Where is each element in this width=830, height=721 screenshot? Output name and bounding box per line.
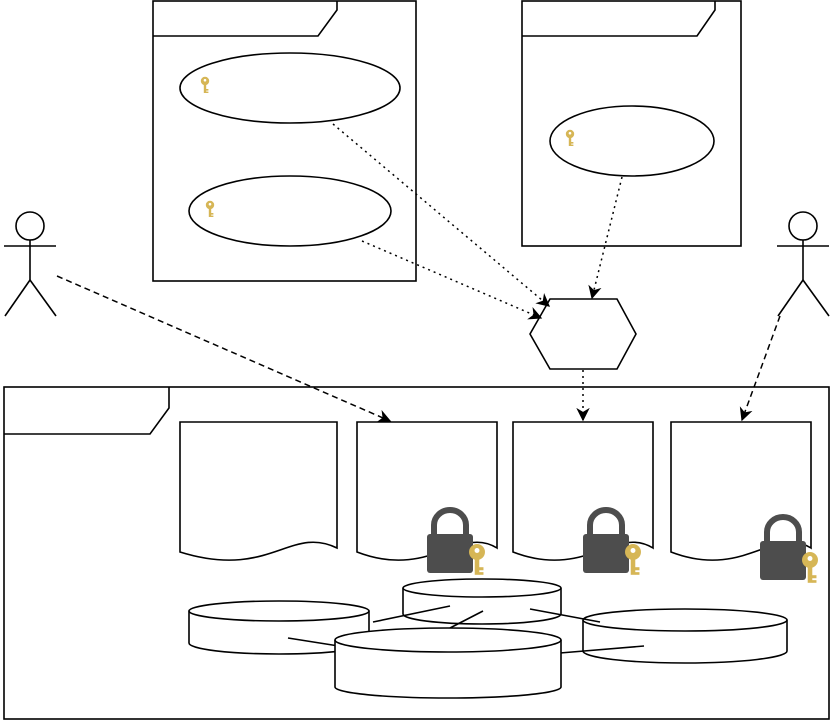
frame-bottom	[3, 386, 830, 720]
use-case-ellipse-2[interactable]	[188, 175, 392, 247]
actor-right[interactable]	[777, 211, 830, 317]
dotted-arrow	[588, 176, 623, 300]
document-1[interactable]	[179, 421, 338, 561]
disk-4[interactable]	[334, 627, 562, 699]
document-4[interactable]	[670, 421, 812, 561]
disk-3[interactable]	[582, 608, 788, 664]
use-case-ellipse-1[interactable]	[179, 52, 401, 124]
actor-left[interactable]	[4, 211, 57, 317]
frame-top-right	[521, 0, 742, 247]
dashed-arrow	[56, 275, 392, 423]
disk-2[interactable]	[402, 578, 562, 625]
dotted-arrow	[361, 240, 543, 320]
dotted-arrow	[332, 123, 551, 307]
hexagon-node[interactable]	[529, 298, 637, 370]
use-case-ellipse-3[interactable]	[549, 105, 715, 177]
dashed-arrow	[739, 315, 781, 422]
frame-top-left	[152, 0, 417, 282]
disk-links	[287, 605, 645, 654]
